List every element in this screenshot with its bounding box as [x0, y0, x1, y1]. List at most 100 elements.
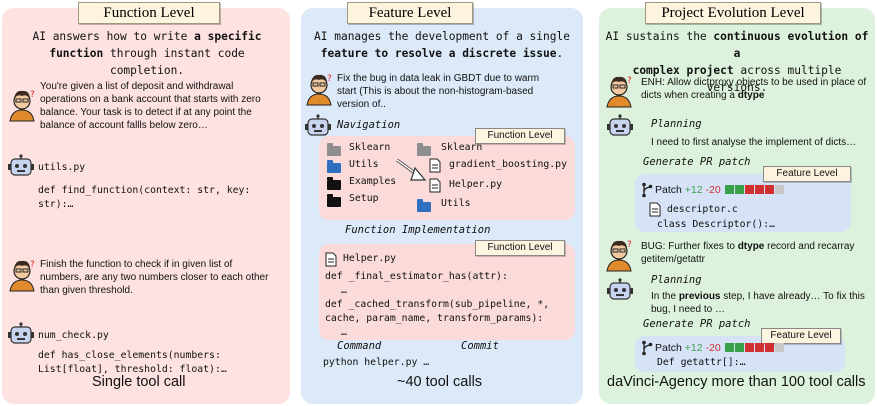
folder-icon: [327, 194, 341, 207]
file-icon: [325, 252, 337, 267]
implementation-box: Function Level Helper.py def _final_esti…: [319, 240, 575, 340]
patch-code: class Descriptor():…: [657, 219, 775, 230]
folder-icon: [417, 199, 431, 212]
file-icon: [429, 178, 441, 193]
user-avatar-icon: ?: [606, 240, 632, 272]
diff-del-square: [754, 185, 764, 194]
commit-label: Commit: [461, 340, 499, 352]
panel-intro: AI sustains the continuous evolution of …: [603, 28, 871, 96]
file-icon: [649, 202, 661, 217]
svg-text:?: ?: [30, 90, 35, 100]
intro-text: through instant code completion.: [103, 47, 245, 77]
intro-text: AI answers how to write: [32, 30, 195, 43]
diff-del-square: [744, 185, 754, 194]
code-line: def find_function(context: str, key:: [38, 185, 251, 196]
intro-text: across multiple versions.: [706, 64, 842, 94]
patch-label: Patch: [655, 184, 682, 196]
function-level-panel: Function Level AI answers how to write a…: [2, 2, 290, 404]
planning-label: Planning: [651, 274, 702, 286]
svg-text:?: ?: [327, 74, 332, 84]
folder-icon: [327, 160, 341, 173]
diff-del-square: [764, 185, 774, 194]
intro-text: .: [556, 47, 564, 60]
navigation-label: Navigation: [337, 119, 401, 131]
patch-box: Feature Level Patch +12 -20 descriptor.c…: [635, 166, 851, 232]
code-line: …: [341, 285, 347, 296]
enh-message: ENH: Allow dictproxy objects to be used …: [641, 76, 869, 102]
file-name: Helper.py: [449, 179, 503, 190]
feature-level-tag: Feature Level: [763, 166, 851, 182]
patch-additions: +12: [684, 184, 703, 196]
planning-label: Planning: [651, 118, 702, 130]
intro-bold: complex project: [632, 64, 734, 77]
patch-deletions: -20: [705, 184, 721, 196]
file-name: Helper.py: [343, 253, 397, 264]
file-name: num_check.py: [38, 330, 109, 341]
robot-icon: [607, 114, 633, 136]
robot-icon: [8, 322, 34, 344]
svg-text:?: ?: [627, 240, 632, 250]
intro-bold: a specific: [194, 30, 262, 43]
folder-icon: [327, 177, 341, 190]
robot-icon: [8, 154, 34, 176]
svg-text:?: ?: [627, 76, 632, 86]
panel-title: Function Level: [78, 2, 220, 24]
intro-text: AI sustains the: [605, 30, 714, 43]
code-line: def _final_estimator_has(attr):: [325, 271, 508, 282]
project-level-panel: Project Evolution Level AI sustains the …: [599, 2, 875, 404]
bug-text: record and recarray getitem/getattr: [641, 241, 855, 265]
patch-summary: Patch +12 -20: [655, 184, 784, 197]
user-avatar-icon: ?: [9, 90, 35, 122]
function-level-tag: Function Level: [475, 128, 565, 144]
panel-footer: daVinci-Agency more than 100 tool calls: [607, 374, 866, 390]
pr-label: Generate PR patch: [643, 156, 751, 168]
diff-del-square: [744, 343, 754, 352]
enh-bold: dtype: [737, 90, 765, 101]
intro-bold: function: [49, 47, 104, 60]
git-branch-icon: [642, 182, 653, 198]
user-prompt: Fix the bug in data leak in GBDT due to …: [337, 73, 540, 110]
patch-file: descriptor.c: [667, 204, 738, 215]
code-line: …: [341, 327, 347, 338]
code-line: str):…: [38, 199, 74, 210]
diff-add-square: [734, 343, 744, 352]
intro-bold: continuous evolution of a: [713, 30, 869, 60]
feature-level-tag: Feature Level: [761, 328, 841, 344]
enh-text: ENH: Allow dictproxy objects to be used …: [641, 77, 867, 101]
file-name: gradient_boosting.py: [449, 159, 567, 170]
robot-icon: [607, 278, 633, 300]
diff-add-square: [734, 185, 744, 194]
intro-bold: feature to resolve a discrete issue: [320, 47, 557, 60]
file-icon: [429, 158, 441, 173]
code-line: def has_close_elements(numbers:: [38, 350, 221, 361]
user-avatar-icon: ?: [9, 260, 35, 292]
patch-additions: +12: [684, 342, 703, 354]
code-line: cache, param_name, transform_params):: [325, 313, 544, 324]
folder-icon: [417, 143, 431, 156]
diff-neutral-square: [774, 343, 784, 352]
panel-footer: ~40 tool calls: [397, 374, 483, 390]
planning-text: I need to first analyse the implement of…: [651, 137, 857, 148]
patch-deletions: -20: [705, 342, 721, 354]
patch-code: Def getattr[]:…: [657, 357, 746, 368]
panel-title: Feature Level: [347, 2, 473, 24]
user-prompt: Finish the function to check if in given…: [40, 259, 269, 296]
git-branch-icon: [642, 340, 653, 356]
code-line: def _cached_transform(sub_pipeline, *,: [325, 299, 550, 310]
planning-bold: previous: [678, 291, 721, 302]
diff-add-square: [724, 343, 734, 352]
diff-add-square: [724, 185, 734, 194]
panel-intro: AI manages the development of a single f…: [307, 28, 577, 62]
folder-icon: [327, 143, 341, 156]
bug-bold: dtype: [737, 241, 765, 252]
planning-text-part: In the: [651, 291, 679, 302]
bug-text: BUG: Further fixes to: [641, 241, 738, 252]
diff-neutral-square: [774, 185, 784, 194]
folder-name: Setup: [349, 193, 379, 204]
planning-text: In the previous step, I have already… To…: [651, 290, 867, 316]
intro-text: AI manages the development of a single: [314, 30, 570, 43]
user-prompt: You're given a list of deposit and withd…: [40, 81, 261, 131]
folder-name: Utils: [349, 159, 379, 170]
patch-label: Patch: [655, 342, 682, 354]
code-line: List[float], threshold: float):…: [38, 364, 227, 375]
